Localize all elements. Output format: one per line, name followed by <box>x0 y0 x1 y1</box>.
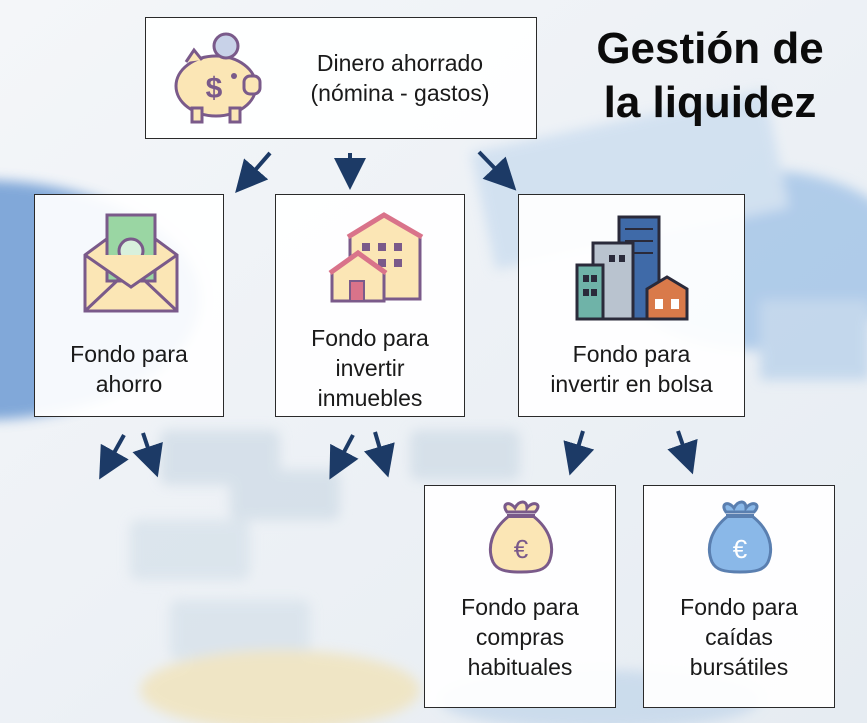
svg-text:€: € <box>733 534 748 564</box>
arrow-ahorro-left <box>99 434 129 480</box>
arrow-inmuebles-left <box>329 434 359 480</box>
svg-text:$: $ <box>206 72 223 105</box>
box-dinero-ahorrado: $ Dinero ahorrado (nómina - gastos) <box>145 17 537 139</box>
arrow-bolsa-to-caidas <box>667 430 698 475</box>
box-fondo-bolsa: Fondo para invertir en bolsa <box>518 194 745 417</box>
box-fondo-inmuebles-label: Fondo para invertir inmuebles <box>311 325 429 411</box>
arrow-ahorro-right <box>132 432 163 478</box>
box-fondo-caidas-label: Fondo para caídas bursátiles <box>680 594 798 680</box>
piggy-bank-icon: $ <box>174 32 262 124</box>
euro-money-bag-blue-icon: € <box>707 500 773 574</box>
box-fondo-ahorro-label: Fondo para ahorro <box>70 341 188 397</box>
arrow-inmuebles-right <box>364 431 395 478</box>
box-fondo-compras-label: Fondo para compras habituales <box>461 594 579 680</box>
euro-money-bag-icon: € <box>488 500 554 574</box>
box-dinero-ahorrado-label: Dinero ahorrado (nómina - gastos) <box>310 50 490 106</box>
arrow-bolsa-to-compras <box>563 430 595 476</box>
box-fondo-ahorro: Fondo para ahorro <box>34 194 224 417</box>
box-fondo-compras: € Fondo para compras habituales <box>424 485 616 708</box>
box-fondo-bolsa-label: Fondo para invertir en bolsa <box>550 341 713 397</box>
diagram-title: Gestión de la liquidez <box>596 24 824 127</box>
city-buildings-icon <box>575 215 689 321</box>
svg-text:€: € <box>514 534 529 564</box>
money-envelope-icon <box>83 213 179 313</box>
box-fondo-caidas: € Fondo para caídas bursátiles <box>643 485 835 708</box>
arrow-root-to-bolsa <box>477 150 517 191</box>
houses-icon <box>328 212 424 303</box>
arrow-root-to-ahorro <box>235 151 272 194</box>
box-fondo-inmuebles: Fondo para invertir inmuebles <box>275 194 465 417</box>
